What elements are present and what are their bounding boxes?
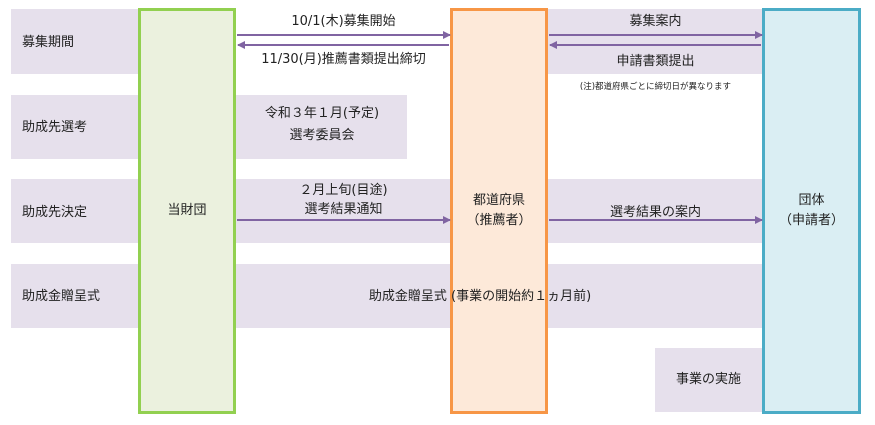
- column-prefecture-label: 都道府県: [472, 193, 525, 208]
- row-label-boshu-kikan: 募集期間: [22, 35, 75, 50]
- row-label-josei-senkou: 助成先選考: [22, 120, 88, 135]
- band-boshu-kikan-right: [548, 9, 762, 74]
- flow-label-jigyo-jisshi: 事業の実施: [675, 372, 741, 387]
- band-boshu-kikan-left: [11, 9, 138, 74]
- flow-label-zouteishiki: 助成金贈呈式 (事業の開始約１ヵ月前): [368, 289, 592, 304]
- column-prefecture-sublabel: （推薦者）: [466, 213, 532, 228]
- row-label-josei-kettei: 助成先決定: [22, 205, 88, 220]
- band-josei-kettei: [11, 179, 762, 243]
- flow-label-boshu-kaishi: 10/1(木)募集開始: [291, 14, 396, 29]
- column-group-label: 団体: [798, 193, 825, 208]
- flow-label-shinsei-teishutsu: 申請書類提出: [616, 54, 695, 69]
- flow-label-senkou-line2: 選考委員会: [289, 128, 355, 143]
- flow-note-shimekiri: (注)都道府県ごとに締切日が異なります: [579, 82, 732, 92]
- column-foundation: 当財団: [138, 8, 236, 414]
- flow-label-kettei-line2: 選考結果通知: [304, 202, 383, 217]
- column-prefecture: 都道府県 （推薦者）: [450, 8, 548, 414]
- flow-label-suisen-shimekiri: 11/30(月)推薦書類提出締切: [261, 52, 426, 67]
- column-group: 団体 （申請者）: [762, 8, 861, 414]
- flow-label-boshu-annai: 募集案内: [629, 14, 682, 29]
- column-foundation-label: 当財団: [167, 203, 207, 218]
- flow-label-kekka-annai: 選考結果の案内: [609, 205, 701, 220]
- row-label-josei-zouteishiki: 助成金贈呈式: [22, 289, 101, 304]
- column-group-sublabel: （申請者）: [778, 213, 844, 228]
- flow-label-kettei-line1: ２月上旬(目途): [299, 183, 388, 198]
- flow-label-senkou-line1: 令和３年１月(予定): [264, 106, 380, 121]
